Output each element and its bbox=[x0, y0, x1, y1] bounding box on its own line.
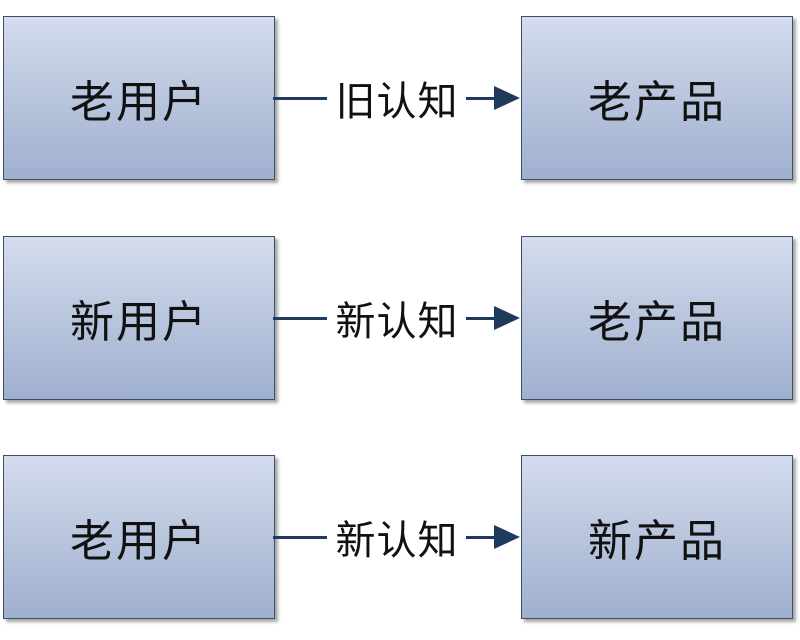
connector-arrow: 旧认知 bbox=[273, 16, 523, 180]
arrow-line-right bbox=[466, 97, 496, 100]
product-box: 老产品 bbox=[521, 236, 793, 400]
product-box: 老产品 bbox=[521, 16, 793, 180]
user-box: 老用户 bbox=[3, 455, 275, 619]
user-box: 老用户 bbox=[3, 16, 275, 180]
user-box: 新用户 bbox=[3, 236, 275, 400]
arrow-head-icon bbox=[494, 306, 520, 330]
connector-arrow: 新认知 bbox=[273, 236, 523, 400]
arrow-line-left bbox=[273, 317, 329, 320]
diagram-row-3: 老用户 新认知 新产品 bbox=[0, 455, 800, 625]
arrow-head-icon bbox=[494, 86, 520, 110]
arrow-line-left bbox=[273, 97, 329, 100]
arrow-line-right bbox=[466, 536, 496, 539]
cognition-label: 旧认知 bbox=[327, 70, 467, 126]
connector-arrow: 新认知 bbox=[273, 455, 523, 619]
diagram-row-2: 新用户 新认知 老产品 bbox=[0, 236, 800, 406]
product-box: 新产品 bbox=[521, 455, 793, 619]
arrow-line-left bbox=[273, 536, 329, 539]
arrow-head-icon bbox=[494, 525, 520, 549]
arrow-line-right bbox=[466, 317, 496, 320]
diagram-row-1: 老用户 旧认知 老产品 bbox=[0, 16, 800, 186]
cognition-label: 新认知 bbox=[327, 290, 467, 346]
cognition-label: 新认知 bbox=[327, 509, 467, 565]
